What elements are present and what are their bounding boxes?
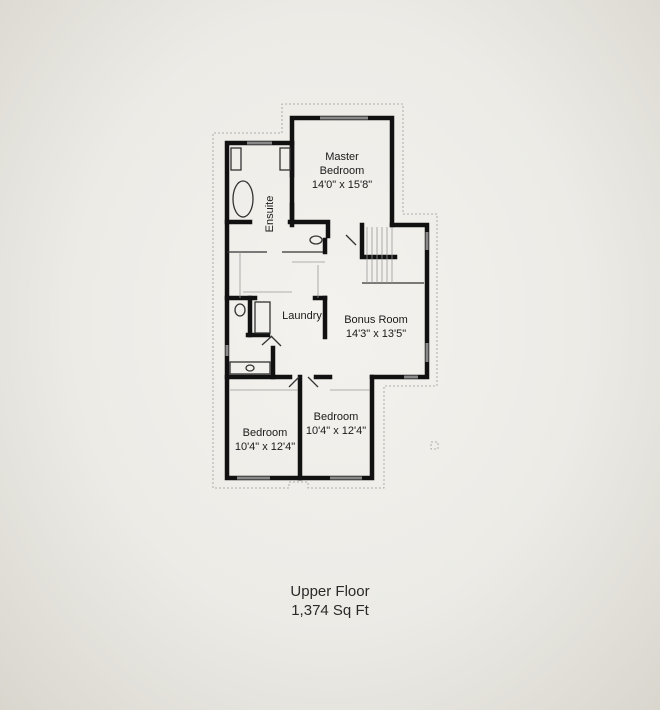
roof-outline (212, 103, 439, 489)
floor-caption: Upper Floor 1,374 Sq Ft (0, 582, 660, 620)
bonus-room-label: Bonus Room (344, 314, 408, 326)
floor-name: Upper Floor (290, 583, 370, 600)
laundry-label: Laundry (282, 310, 322, 322)
windows (225, 116, 429, 480)
ensuite-label: Ensuite (264, 196, 276, 233)
bonus-room-size: 14'3" x 13'5" (346, 328, 406, 340)
staircase (362, 227, 424, 284)
master-bedroom-label: Master (325, 151, 359, 163)
fixtures (229, 147, 370, 391)
master-bedroom-label-2: Bedroom (320, 165, 365, 177)
interior-walls (224, 140, 398, 481)
bedroom-right-label: Bedroom (314, 411, 359, 423)
floor-area: 1,374 Sq Ft (291, 602, 369, 619)
bedroom-right-size: 10'4" x 12'4" (306, 425, 366, 437)
master-bedroom-size: 14'0" x 15'8" (312, 179, 372, 191)
bedroom-left-label: Bedroom (243, 427, 288, 439)
bedroom-left-size: 10'4" x 12'4" (235, 441, 295, 453)
room-labels: Master Bedroom 14'0" x 15'8" Ensuite Lau… (235, 151, 408, 453)
